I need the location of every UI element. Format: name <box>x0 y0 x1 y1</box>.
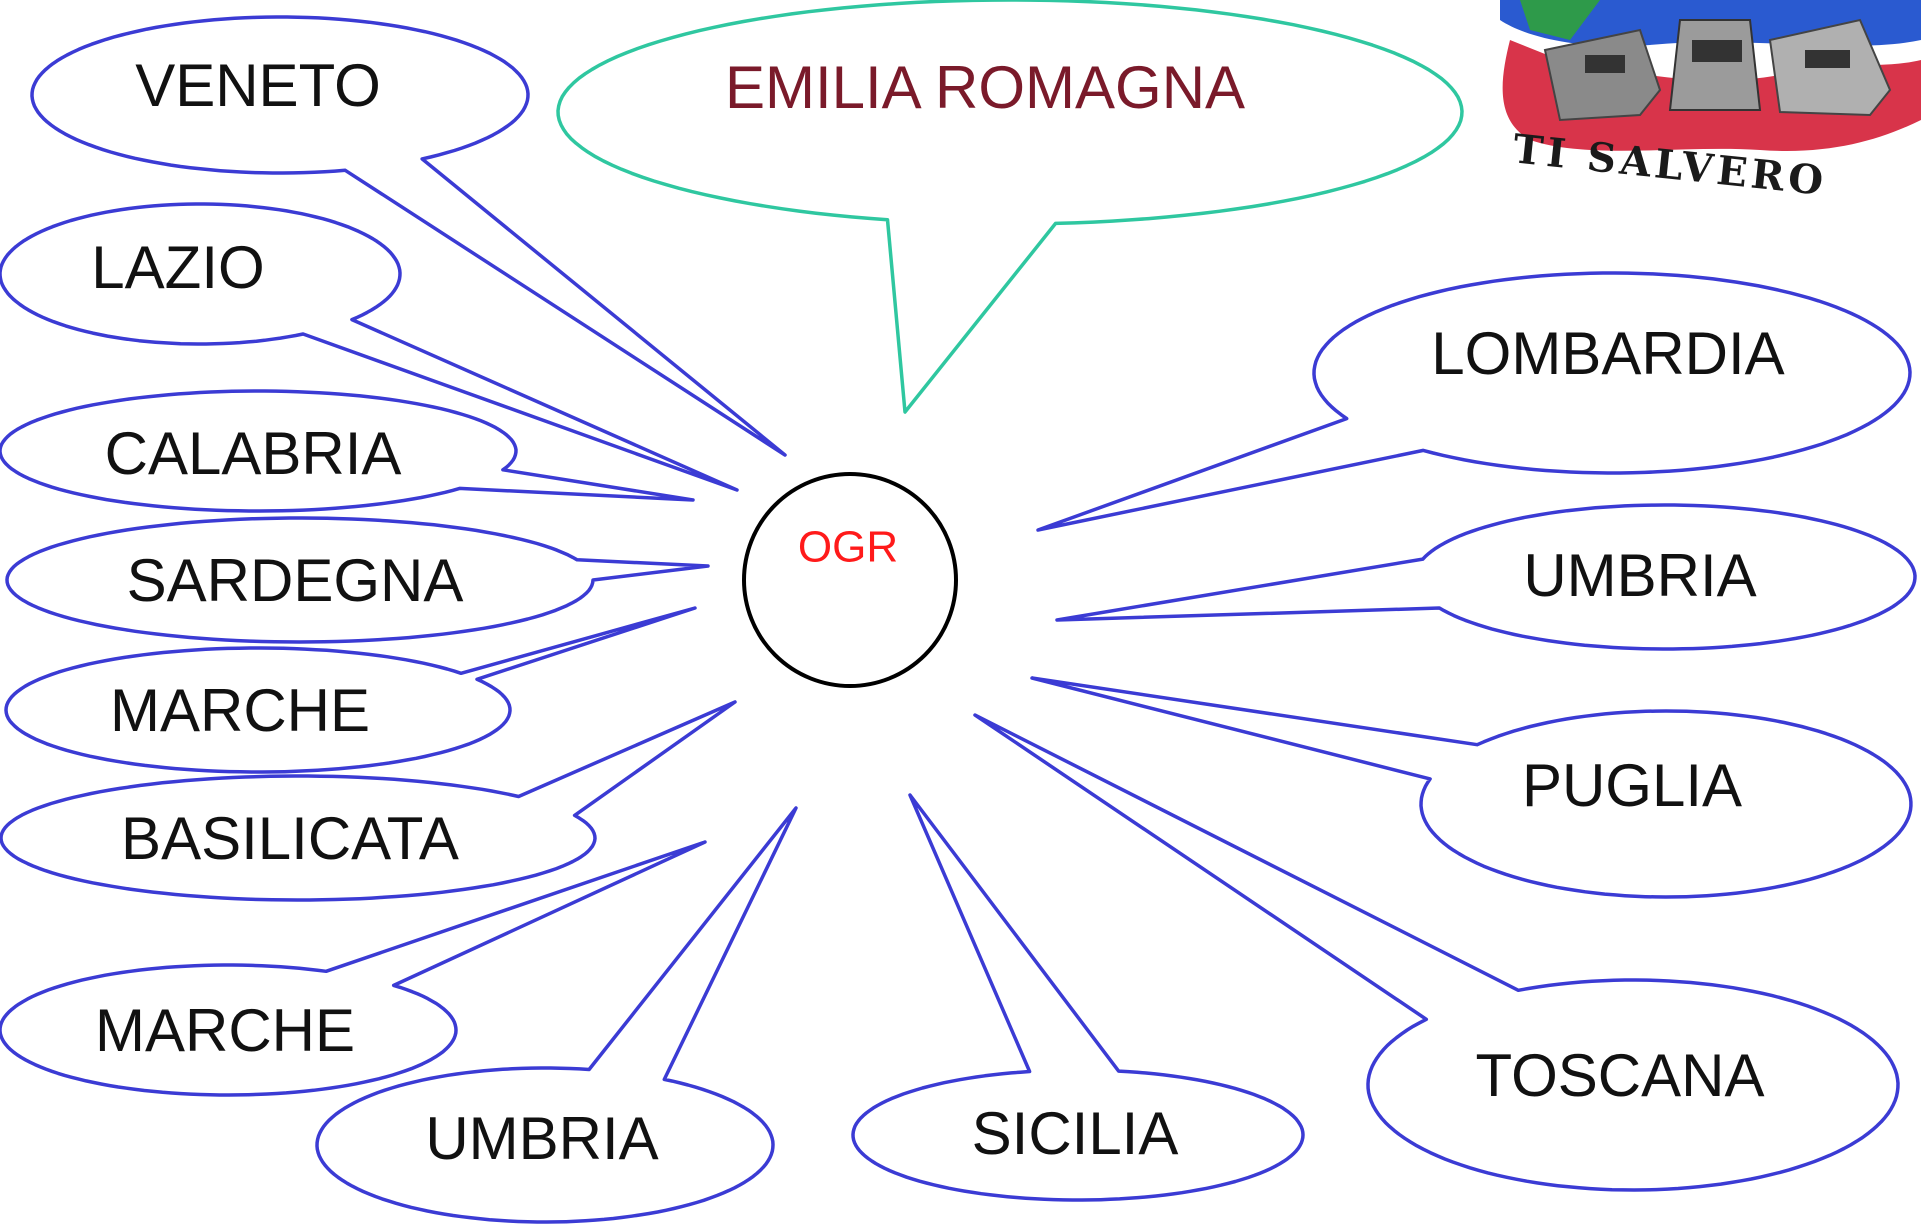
bubble-label-basilicata: BASILICATA <box>121 805 459 872</box>
bubble-shape-toscana <box>973 713 1900 1192</box>
train-window-left <box>1585 55 1625 73</box>
train-left-icon <box>1543 28 1662 122</box>
bubble-label-umbria-bottom: UMBRIA <box>425 1105 658 1172</box>
bubble-label-toscana: TOSCANA <box>1476 1042 1765 1109</box>
bubble-umbria-right: UMBRIA <box>1055 503 1917 651</box>
bubble-label-marche-1: MARCHE <box>110 677 370 744</box>
bubble-label-umbria-right: UMBRIA <box>1523 542 1756 609</box>
bubble-lombardia: LOMBARDIA <box>1036 271 1912 532</box>
bubble-label-lombardia: LOMBARDIA <box>1431 320 1784 387</box>
ogr-node: OGR <box>742 472 958 688</box>
bubble-label-marche-2: MARCHE <box>95 997 355 1064</box>
bubble-shape-lazio <box>0 202 739 492</box>
train-logo: TI SALVERO <box>1500 0 1921 205</box>
train-window-right <box>1805 50 1850 68</box>
bubble-umbria-bottom: UMBRIA <box>315 806 798 1224</box>
bubble-shape-emilia-romagna <box>556 0 1464 414</box>
bubble-shape-sardegna <box>5 516 710 644</box>
bubble-shape-umbria-right <box>1055 503 1917 651</box>
bubble-shape-calabria <box>0 389 695 513</box>
bubble-label-sicilia: SICILIA <box>972 1100 1179 1167</box>
bubble-shape-marche-1 <box>4 606 697 774</box>
bubble-label-puglia: PUGLIA <box>1522 752 1742 819</box>
bubble-label-lazio: LAZIO <box>91 234 264 301</box>
bubble-shape-umbria-bottom <box>315 806 798 1224</box>
bubble-veneto: VENETO <box>30 15 787 457</box>
bubble-lazio: LAZIO <box>0 202 739 492</box>
bubble-shape-sicilia <box>851 793 1305 1202</box>
bubble-puglia: PUGLIA <box>1030 676 1913 899</box>
bubble-marche-1: MARCHE <box>4 606 697 774</box>
bubble-marche-2: MARCHE <box>0 840 707 1097</box>
bubble-label-veneto: VENETO <box>135 52 381 119</box>
bubble-calabria: CALABRIA <box>0 389 695 513</box>
ogr-circle <box>742 472 958 688</box>
logo-green-band <box>1520 0 1600 40</box>
bubble-shape-basilicata <box>0 700 737 902</box>
bubble-shape-puglia <box>1030 676 1913 899</box>
bubble-toscana: TOSCANA <box>973 713 1900 1192</box>
bubble-label-emilia-romagna: EMILIA ROMAGNA <box>725 54 1245 121</box>
bubble-shape-lombardia <box>1036 271 1912 532</box>
bubble-emilia-romagna: EMILIA ROMAGNA <box>556 0 1464 414</box>
train-window-center <box>1692 40 1742 62</box>
bubble-sicilia: SICILIA <box>851 793 1305 1202</box>
bubble-basilicata: BASILICATA <box>0 700 737 902</box>
ogr-label: OGR <box>798 523 898 572</box>
bubble-shape-marche-2 <box>0 840 707 1097</box>
train-center-icon <box>1668 19 1762 111</box>
bubble-label-calabria: CALABRIA <box>105 420 402 487</box>
bubble-shape-veneto <box>30 15 787 457</box>
train-icon <box>1543 18 1892 122</box>
bubble-label-sardegna: SARDEGNA <box>127 547 464 614</box>
bubble-sardegna: SARDEGNA <box>5 516 710 644</box>
